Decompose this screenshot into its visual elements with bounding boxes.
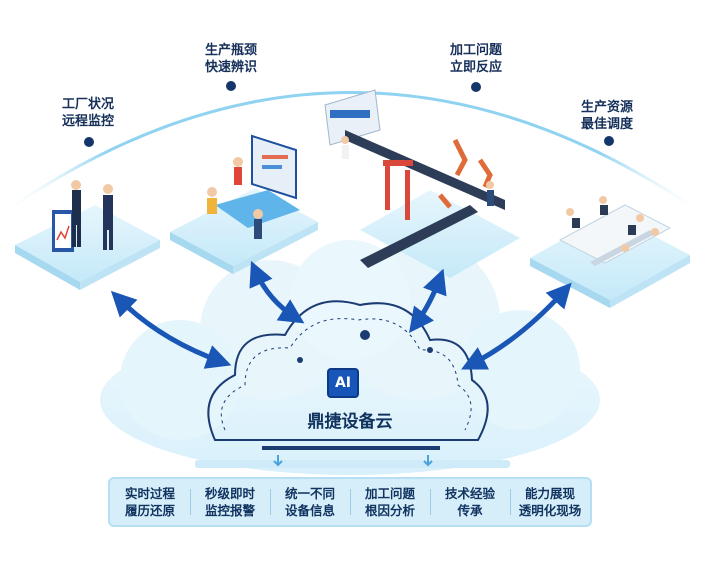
node-label-remote-monitoring: 工厂状况 远程监控 — [43, 96, 133, 130]
scene-scheduling — [530, 196, 690, 308]
node-label-processing: 加工问题 立即反应 — [431, 42, 521, 76]
feature-item: 秒级即时 监控报警 — [190, 485, 270, 519]
scene-processing-line — [324, 89, 520, 278]
feature-4-line1: 加工问题 — [364, 486, 415, 501]
feature-item: 统一不同 设备信息 — [270, 485, 350, 519]
node-1-line2: 远程监控 — [61, 114, 114, 129]
cloud-floor-bar — [195, 460, 510, 468]
node-label-scheduling: 生产资源 最佳调度 — [562, 99, 652, 133]
feature-item: 能力展现 透明化现场 — [510, 485, 590, 519]
arrow-4 — [461, 282, 572, 370]
ai-badge: AI — [327, 368, 359, 398]
node-2-line1: 生产瓶颈 — [204, 43, 257, 58]
arrow-1 — [110, 290, 232, 369]
top-arc — [0, 91, 705, 217]
node-3-line1: 加工问题 — [449, 43, 502, 58]
node-3-line2: 立即反应 — [449, 60, 502, 75]
feature-bar: 实时过程 履历还原 秒级即时 监控报警 统一不同 设备信息 加工问题 根因分析 … — [108, 477, 592, 527]
arc-dot-3 — [471, 82, 481, 92]
cloud-title: 鼎捷设备云 — [307, 412, 393, 432]
node-1-line1: 工厂状况 — [61, 97, 114, 112]
feature-5-line2: 传承 — [457, 503, 483, 518]
feature-1-line1: 实时过程 — [124, 486, 175, 501]
feature-2-line2: 监控报警 — [204, 503, 255, 518]
arc-dot-4 — [604, 136, 614, 146]
feature-3-line1: 统一不同 — [284, 486, 335, 501]
arc-dot-2 — [226, 81, 236, 91]
feature-item: 加工问题 根因分析 — [350, 485, 430, 519]
feature-6-line2: 透明化现场 — [518, 503, 582, 518]
node-2-line2: 快速辨识 — [204, 60, 257, 75]
arc-dot-1 — [84, 137, 94, 147]
inner-cloud-outline — [207, 300, 489, 441]
feature-1-line2: 履历还原 — [124, 503, 175, 518]
node-label-bottleneck: 生产瓶颈 快速辨识 — [186, 42, 276, 76]
feature-5-line1: 技术经验 — [444, 486, 495, 501]
scene-remote-monitoring — [15, 180, 160, 290]
feature-4-line2: 根因分析 — [364, 503, 415, 518]
feature-item: 实时过程 履历还原 — [110, 485, 190, 519]
arrow-3 — [409, 268, 447, 334]
feature-3-line2: 设备信息 — [284, 503, 335, 518]
arrow-2 — [249, 260, 305, 324]
node-4-line1: 生产资源 — [580, 100, 633, 115]
node-4-line2: 最佳调度 — [580, 117, 633, 132]
feature-2-line1: 秒级即时 — [204, 486, 255, 501]
scene-bottleneck — [170, 134, 318, 274]
feature-6-line1: 能力展现 — [524, 486, 575, 501]
feature-item: 技术经验 传承 — [430, 485, 510, 519]
